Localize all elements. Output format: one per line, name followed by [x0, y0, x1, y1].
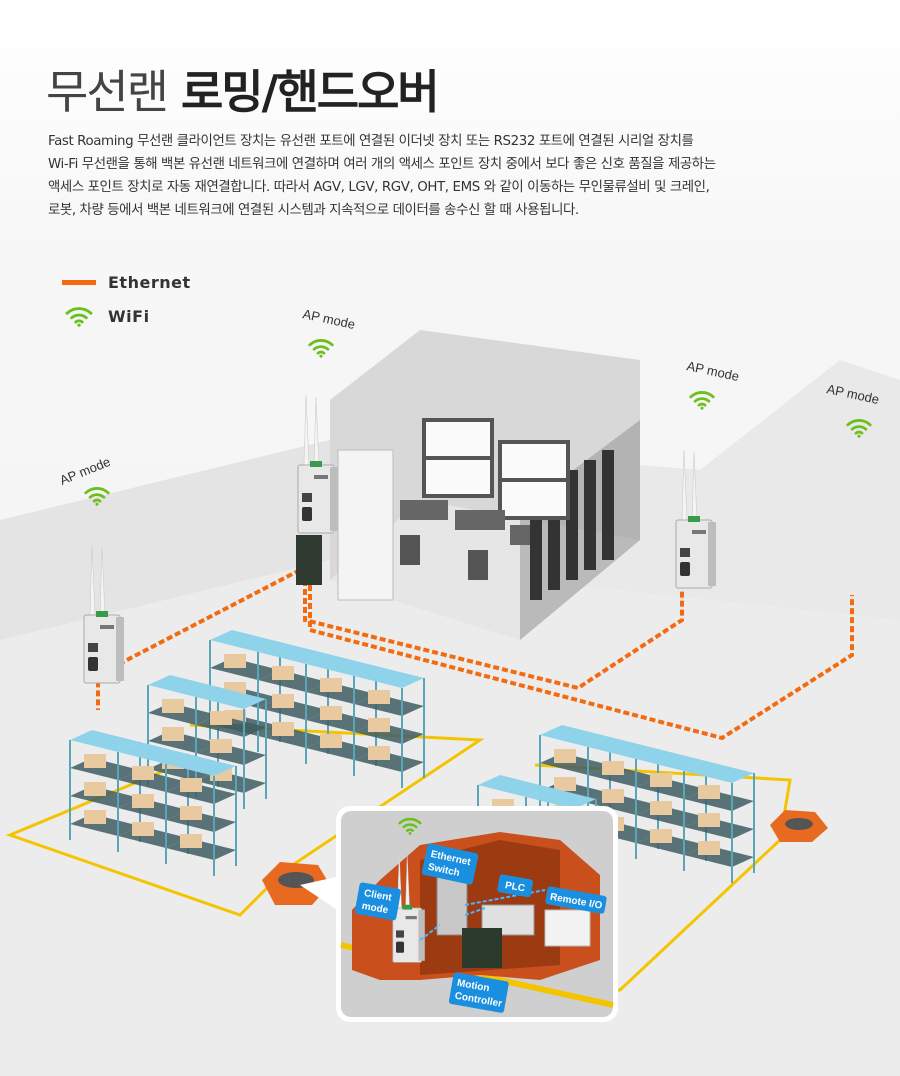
- shelf-unit: [683, 761, 755, 883]
- desks: [400, 500, 530, 580]
- legend-ethernet: Ethernet: [62, 265, 191, 299]
- ethernet-line-icon: [62, 279, 96, 285]
- tag-plc: PLC: [497, 874, 534, 898]
- ap-mode-label: AP mode: [301, 306, 356, 332]
- shelf-unit: [257, 642, 329, 764]
- page-title: 무선랜 로밍/핸드오버: [46, 65, 440, 119]
- legend-wifi: WiFi: [62, 299, 191, 333]
- shelf-unit: [165, 754, 237, 876]
- ap-mode-label: AP mode: [58, 454, 113, 488]
- svg-text:mode: mode: [361, 901, 390, 917]
- shelf-unit: [353, 666, 425, 788]
- shelf-unit: [305, 654, 377, 776]
- description-line: 액세스 포인트 장치로 자동 재연결합니다. 따라서 AGV, LGV, RGV…: [48, 180, 710, 195]
- legend: Ethernet WiFi: [62, 265, 191, 333]
- description-line: Wi-Fi 무선랜을 통해 백본 유선랜 네트워크에 연결하며 여러 개의 액세…: [48, 157, 716, 172]
- wifi-icon: [689, 391, 715, 410]
- remote-io-device: [544, 909, 591, 947]
- svg-text:PLC: PLC: [504, 880, 526, 894]
- ethernet-switch-device: [296, 535, 322, 585]
- ethernet-cable: [303, 580, 684, 691]
- description-line: 로봇, 차량 등에서 백본 네트워크에 연결된 시스템과 지속적으로 데이터를 …: [48, 203, 579, 218]
- storage-shelves: [69, 630, 755, 909]
- ethernet-switch-device: [436, 874, 468, 936]
- legend-label: Ethernet: [108, 272, 191, 292]
- monitors: [422, 418, 570, 520]
- agv-top: [785, 818, 813, 830]
- legend-label: WiFi: [108, 306, 150, 326]
- floor-path-left: [5, 723, 485, 917]
- svg-text:Client: Client: [363, 888, 393, 904]
- tag-remote-io: Remote I/O: [545, 886, 607, 914]
- ethernet-cable: [308, 585, 854, 741]
- description: Fast Roaming 무선랜 클라이언트 장치는 유선랜 포트에 연결된 이…: [48, 130, 868, 222]
- description-line: Fast Roaming 무선랜 클라이언트 장치는 유선랜 포트에 연결된 이…: [48, 134, 694, 149]
- shelf-unit: [635, 749, 707, 871]
- wifi-icon: [308, 339, 334, 358]
- ap-mode-label: AP mode: [685, 358, 740, 384]
- cabinet: [337, 449, 394, 601]
- wifi-icon: [62, 305, 96, 327]
- wall-back: [0, 440, 330, 640]
- motion-controller-device: [462, 928, 502, 968]
- shelf-unit: [195, 687, 267, 809]
